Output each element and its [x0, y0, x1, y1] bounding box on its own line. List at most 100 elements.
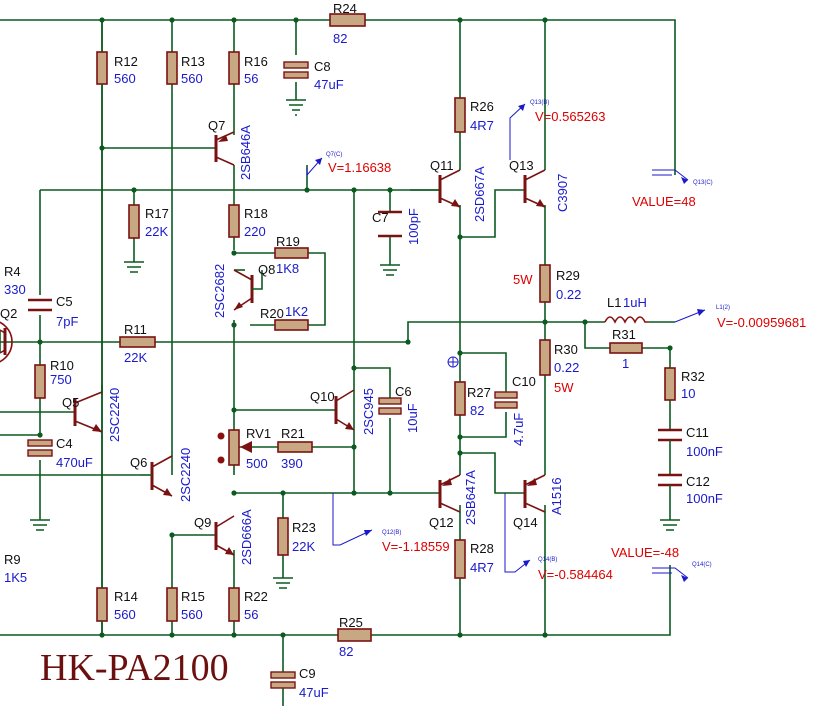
transistors — [0, 131, 546, 556]
label-r21: R21 — [281, 426, 305, 441]
value-r28: 4R7 — [470, 560, 494, 575]
value-r12: 560 — [114, 71, 136, 86]
transistor-q5 — [73, 391, 103, 433]
label-r10: R10 — [50, 358, 74, 373]
capacitor-c9 — [270, 665, 296, 706]
value-r26: 4R7 — [470, 118, 494, 133]
transistor-q14 — [523, 474, 546, 513]
label-q5: Q5 — [62, 395, 79, 410]
label-q11: Q11 — [430, 158, 454, 173]
label-r31: R31 — [612, 327, 636, 342]
label-r4: R4 — [4, 264, 21, 279]
transistor-q8 — [233, 269, 263, 311]
value-r17: 22K — [145, 224, 168, 239]
value-r16: 56 — [244, 71, 258, 86]
value-r10: 750 — [50, 372, 72, 387]
ground-symbols — [30, 99, 680, 589]
label-r20: R20 — [260, 306, 284, 321]
capacitor-c10 — [494, 382, 518, 409]
part-q13: C3907 — [555, 174, 570, 212]
part-q8: 2SC2682 — [212, 264, 227, 318]
label-q14: Q14 — [513, 515, 538, 530]
value-c8: 47uF — [314, 77, 344, 92]
component-labels: R24 82 R12 560 R13 560 R16 56 C8 47uF Q7… — [0, 1, 723, 700]
value-r22: 56 — [244, 607, 258, 622]
voltage-probes — [306, 103, 706, 582]
probe-q14b-icon — [504, 493, 531, 573]
part-q5: 2SC2240 — [107, 388, 122, 442]
label-r22: R22 — [244, 589, 268, 604]
value-r27: 82 — [470, 403, 484, 418]
ground-c7 — [380, 264, 400, 276]
value-r32: 10 — [681, 386, 695, 401]
label-c4: C4 — [56, 436, 73, 451]
label-r29: R29 — [556, 268, 580, 283]
probe-readings: Q7(C) V=1.16638 Q13(B) V=0.565263 Q13(C)… — [326, 100, 806, 582]
value-r11: 22K — [124, 350, 147, 365]
resistor-r19 — [274, 247, 309, 259]
probe-q13c-icon — [652, 169, 689, 184]
value-l1: 1uH — [623, 295, 647, 310]
capacitor-c7 — [378, 210, 402, 238]
ground-r23 — [273, 577, 293, 589]
rv1-terminals — [217, 432, 225, 464]
resistors — [34, 13, 676, 642]
label-r23: R23 — [292, 520, 316, 535]
label-r14: R14 — [114, 589, 138, 604]
label-q9: Q9 — [194, 515, 211, 530]
part-q9: 2SD666A — [239, 509, 254, 565]
transistor-q10 — [334, 389, 355, 431]
power-r30: 5W — [554, 380, 574, 395]
resistor-r29 — [539, 264, 551, 303]
ground-output — [660, 519, 680, 531]
label-r30: R30 — [554, 342, 578, 357]
label-r25: R25 — [339, 615, 363, 630]
label-q7: Q7 — [208, 118, 225, 133]
value-r19: 1K8 — [276, 261, 299, 276]
label-c8: C8 — [314, 59, 331, 74]
label-r24: R24 — [333, 1, 357, 16]
probe-tag-q13b: Q13(B) — [530, 100, 549, 106]
transistor-q11 — [410, 169, 461, 208]
label-r15: R15 — [181, 589, 205, 604]
label-r17: R17 — [145, 206, 169, 221]
resistor-r15 — [166, 587, 178, 622]
transistor-q6 — [140, 455, 173, 497]
resistor-r10 — [34, 364, 46, 399]
resistor-r24 — [329, 13, 366, 27]
value-r4: 330 — [4, 282, 26, 297]
probe-value-q14c: VALUE=-48 — [611, 545, 679, 560]
capacitor-c4 — [27, 439, 53, 457]
capacitor-c8 — [283, 61, 309, 79]
resistor-r18 — [228, 204, 240, 238]
label-r32: R32 — [681, 369, 705, 384]
capacitor-c11 — [658, 428, 682, 455]
junctions — [37, 17, 673, 638]
value-c4: 470uF — [56, 455, 93, 470]
part-q12: 2SB647A — [463, 470, 478, 525]
probe-value-l1: V=-0.00959681 — [717, 315, 806, 330]
capacitor-c5 — [28, 298, 52, 312]
label-c7: C7 — [372, 210, 389, 225]
resistor-r16 — [228, 51, 240, 85]
label-r11: R11 — [124, 322, 147, 337]
ground-r17 — [124, 261, 144, 273]
label-r27: R27 — [467, 385, 491, 400]
transistor-q9 — [214, 515, 235, 556]
schematic-title: HK-PA2100 — [40, 647, 229, 689]
label-c6: C6 — [395, 384, 412, 399]
part-q14: A1516 — [549, 477, 564, 515]
probe-q12b-icon — [332, 493, 373, 546]
capacitor-c6 — [378, 385, 402, 415]
value-c6: 10uF — [405, 403, 420, 433]
label-r28: R28 — [470, 541, 494, 556]
value-r31: 1 — [622, 356, 629, 371]
label-c5: C5 — [56, 294, 73, 309]
value-c11: 100nF — [686, 444, 723, 459]
resistor-r26 — [454, 97, 466, 133]
potentiometer-rv1 — [228, 429, 240, 466]
label-q2: Q2 — [0, 306, 17, 321]
value-r29: 0.22 — [556, 287, 581, 302]
resistor-r27 — [454, 381, 466, 416]
